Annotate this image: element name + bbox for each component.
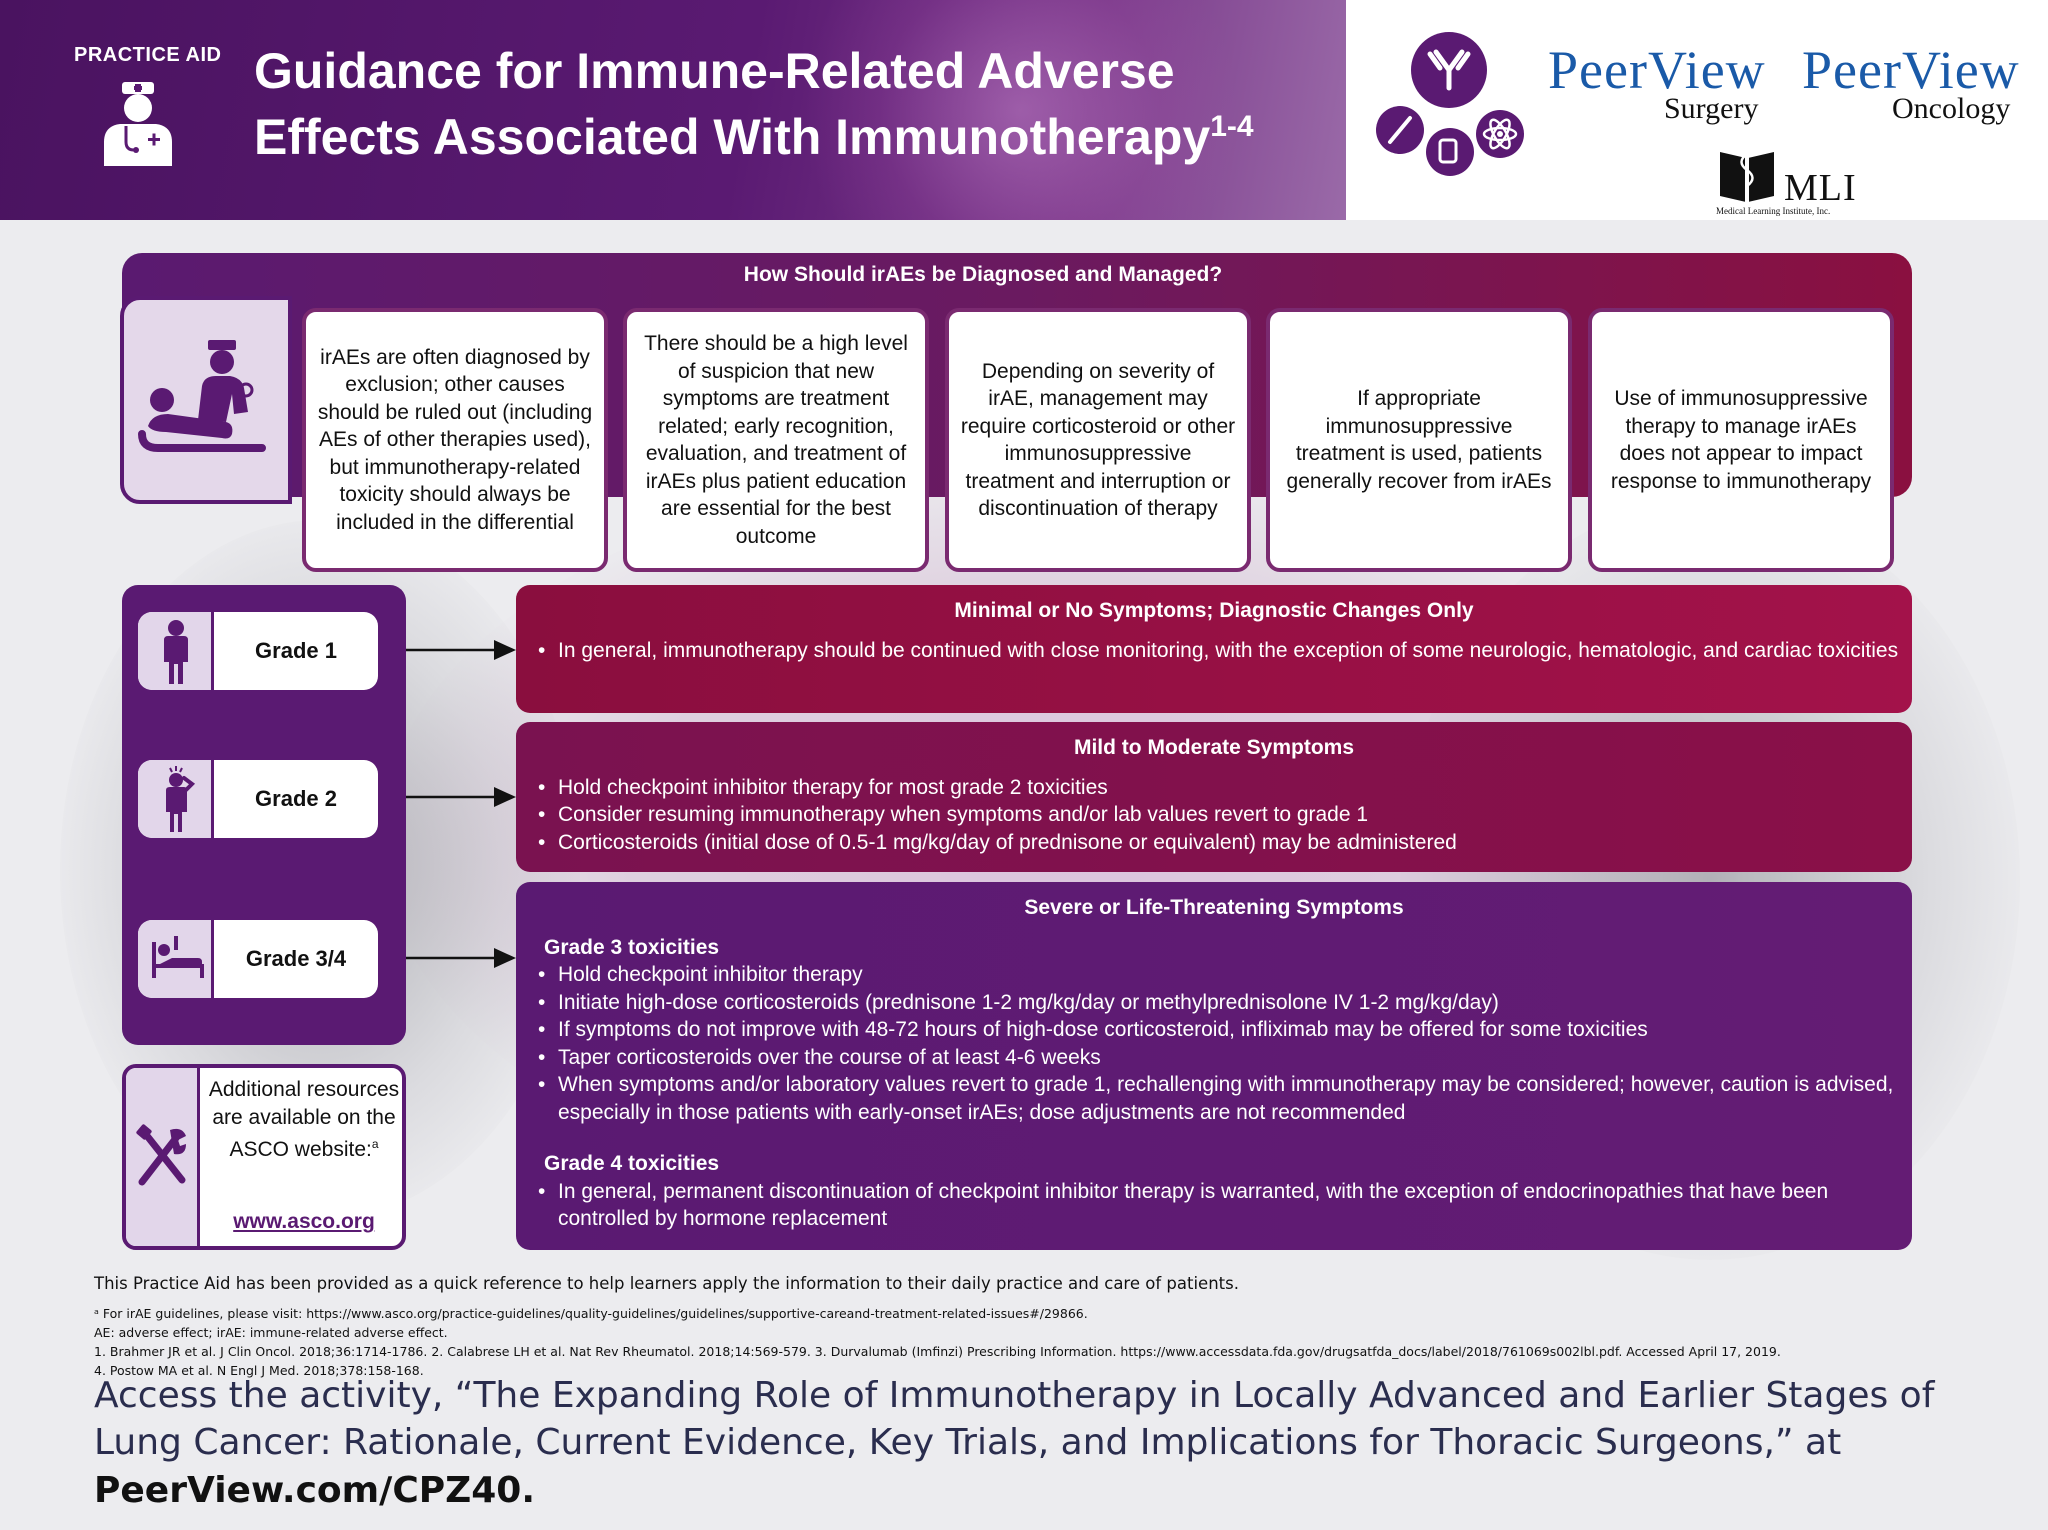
grade-4-heading: Grade 4 toxicities xyxy=(544,1152,720,1175)
list-item: If symptoms do not improve with 48-72 ho… xyxy=(538,1016,1912,1044)
title-superscript: 1-4 xyxy=(1210,110,1254,143)
resources-superscript: a xyxy=(371,1137,379,1151)
grade-2-label: Grade 2 xyxy=(255,786,337,811)
mild-symptoms-panel: Mild to Moderate Symptoms Hold checkpoin… xyxy=(516,722,1912,872)
mild-symptoms-title: Mild to Moderate Symptoms xyxy=(1073,736,1355,759)
nurse-patient-icon xyxy=(138,340,266,452)
doctor-icon xyxy=(104,82,172,166)
peerview-oncology-label: Oncology xyxy=(1892,92,2011,125)
list-item: Initiate high-dose corticosteroids (pred… xyxy=(538,989,1912,1017)
diagnosis-card-2: There should be a high level of suspicio… xyxy=(623,308,929,572)
resources-box: Additional resources are available on th… xyxy=(122,1064,406,1250)
minimal-symptoms-panel: Minimal or No Symptoms; Diagnostic Chang… xyxy=(516,585,1912,713)
mild-symptoms-list: Hold checkpoint inhibitor therapy for mo… xyxy=(516,774,1912,857)
grade-3-4-arrow xyxy=(406,948,516,968)
minimal-symptoms-list: In general, immunotherapy should be cont… xyxy=(516,637,1912,665)
person-headache-icon xyxy=(166,766,196,832)
diagnosis-card-4: If appropriate immunosuppressive treatme… xyxy=(1266,308,1572,572)
mli-logo: MLI Medical Learning Institute, Inc. xyxy=(1716,146,1866,216)
footnote-a: ᵃ For irAE guidelines, please visit: htt… xyxy=(94,1306,1088,1321)
list-item: In general, immunotherapy should be cont… xyxy=(538,637,1912,665)
grade-1-arrow xyxy=(406,640,516,660)
list-item: In general, permanent discontinuation of… xyxy=(538,1178,1912,1233)
title-line-2: Effects Associated With Immunotherapy1-4 xyxy=(254,104,1334,170)
peerview-oncology-logo: PeerView xyxy=(1802,40,2020,100)
page-title: Guidance for Immune-Related Adverse Effe… xyxy=(254,38,1334,170)
diagnosis-card-3: Depending on severity of irAE, managemen… xyxy=(945,308,1251,572)
footnote-abbreviations: AE: adverse effect; irAE: immune-related… xyxy=(94,1325,448,1340)
person-in-bed-icon xyxy=(152,936,204,978)
grade-3-list: Hold checkpoint inhibitor therapy Initia… xyxy=(516,961,1912,1126)
severe-symptoms-panel: Severe or Life-Threatening Symptoms Grad… xyxy=(516,882,1912,1250)
nurse-panel xyxy=(120,296,292,504)
diagnosis-title: How Should irAEs be Diagnosed and Manage… xyxy=(743,263,1223,286)
grade-2-pill: Grade 2 xyxy=(138,760,378,838)
grade-2-arrow xyxy=(406,787,516,807)
list-item: Corticosteroids (initial dose of 0.5-1 m… xyxy=(538,829,1912,857)
diagnosis-card-5: Use of immunosuppressive therapy to mana… xyxy=(1588,308,1894,572)
grade-3-4-label: Grade 3/4 xyxy=(245,946,347,971)
grade-1-label: Grade 1 xyxy=(255,638,337,663)
grade-3-4-pill: Grade 3/4 xyxy=(138,920,378,998)
list-item: When symptoms and/or laboratory values r… xyxy=(538,1071,1912,1126)
title-line-1: Guidance for Immune-Related Adverse xyxy=(254,43,1175,99)
access-activity-link[interactable]: PeerView.com/CPZ40. xyxy=(94,1470,535,1511)
grade-1-pill: Grade 1 xyxy=(138,612,378,690)
diagnosis-card-1: irAEs are often diagnosed by exclusion; … xyxy=(302,308,608,572)
tools-icon xyxy=(136,1124,186,1186)
footnote-references-2: 4. Postow MA et al. N Engl J Med. 2018;3… xyxy=(94,1363,424,1378)
list-item: Hold checkpoint inhibitor therapy xyxy=(538,961,1912,989)
footnotes: ᵃ For irAE guidelines, please visit: htt… xyxy=(94,1304,1994,1380)
peerview-surgery-label: Surgery xyxy=(1664,92,1759,125)
book-caduceus-icon xyxy=(1720,146,1774,204)
resources-text: Additional resources are available on th… xyxy=(204,1076,402,1164)
asco-link[interactable]: www.asco.org xyxy=(233,1210,375,1233)
peerview-surgery-logo: PeerView xyxy=(1548,40,1766,100)
header-banner: PRACTICE AID Guidance for Immune-Related… xyxy=(0,0,1346,220)
list-item: Taper corticosteroids over the course of… xyxy=(538,1044,1912,1072)
grade-4-list: In general, permanent discontinuation of… xyxy=(516,1178,1912,1233)
resources-body: Additional resources are available on th… xyxy=(208,1078,400,1161)
list-item: Consider resuming immunotherapy when sym… xyxy=(538,801,1912,829)
list-item: Hold checkpoint inhibitor therapy for mo… xyxy=(538,774,1912,802)
mli-text: MLI xyxy=(1784,167,1857,209)
specialty-hub-icon xyxy=(1376,32,1524,176)
standing-person-icon xyxy=(164,620,188,684)
grade-3-heading: Grade 3 toxicities xyxy=(544,935,720,959)
title-line-2-text: Effects Associated With Immunotherapy xyxy=(254,109,1211,165)
practice-aid-label: PRACTICE AID xyxy=(74,44,222,66)
footer-main-note: This Practice Aid has been provided as a… xyxy=(94,1274,1239,1293)
access-activity-text: Access the activity, “The Expanding Role… xyxy=(94,1375,1935,1463)
footnote-references-1: 1. Brahmer JR et al. J Clin Oncol. 2018;… xyxy=(94,1344,1781,1359)
severe-symptoms-title: Severe or Life-Threatening Symptoms xyxy=(1024,896,1404,919)
mli-subtitle: Medical Learning Institute, Inc. xyxy=(1716,206,1831,216)
minimal-symptoms-title: Minimal or No Symptoms; Diagnostic Chang… xyxy=(954,599,1474,622)
